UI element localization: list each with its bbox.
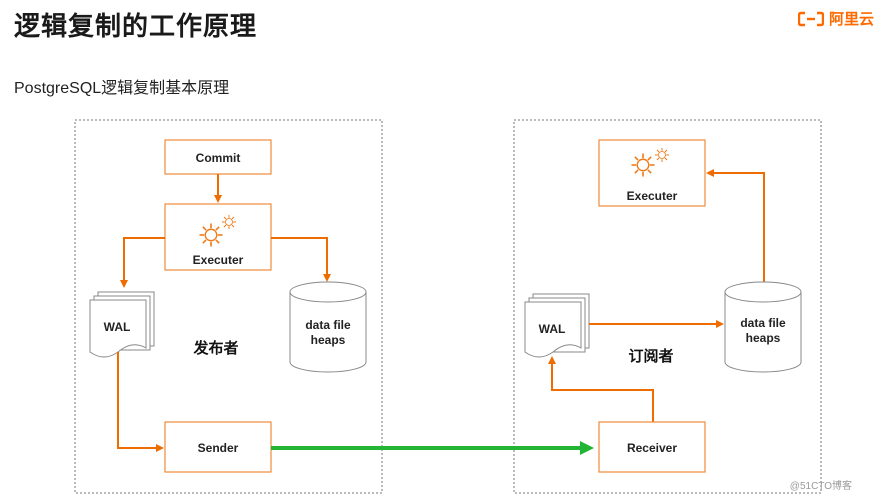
cloud-logo-icon <box>797 11 824 26</box>
subscriber-wal-label: WAL <box>539 322 566 336</box>
subscriber-executer-label: Executer <box>627 189 678 203</box>
executer-to-wal-arrow <box>120 237 165 288</box>
sender-label: Sender <box>198 441 239 455</box>
subscriber-region <box>513 119 822 494</box>
subscriber-wal-stack: WAL <box>524 293 590 358</box>
receiver-to-wal-arrow <box>548 356 654 422</box>
subscriber-label: 订阅者 <box>628 347 673 365</box>
brand-logo: 阿里云 <box>797 8 874 29</box>
publisher-wal-label: WAL <box>104 320 131 334</box>
publisher-heaps-cylinder: data file heaps <box>289 281 367 373</box>
brand-name: 阿里云 <box>828 11 874 28</box>
subscriber-executer-box: Executer <box>598 139 706 207</box>
subscriber-heaps-cylinder: data file heaps <box>724 281 802 373</box>
page-title: 逻辑复制的工作原理 <box>14 11 258 41</box>
receiver-box: Receiver <box>598 421 706 473</box>
page-subtitle: PostgreSQL逻辑复制基本原理 <box>14 80 230 97</box>
watermark: @51CTO博客 <box>789 481 852 492</box>
executer-to-heaps-arrow <box>271 237 331 282</box>
publisher-wal-stack: WAL <box>89 291 155 358</box>
publisher-region <box>74 119 383 494</box>
publisher-label: 发布者 <box>192 339 238 357</box>
heaps-to-executer-arrow <box>706 169 765 282</box>
subscriber-heaps-label-2: heaps <box>746 331 781 345</box>
publisher-executer-label: Executer <box>193 253 244 267</box>
publisher-executer-box: Executer <box>164 203 272 271</box>
receiver-label: Receiver <box>627 441 677 455</box>
wal-to-sender-arrow <box>117 352 164 452</box>
subscriber-heaps-label-1: data file <box>740 316 786 330</box>
publisher-heaps-label-1: data file <box>305 318 351 332</box>
commit-box: Commit <box>164 139 272 175</box>
commit-label: Commit <box>196 151 241 165</box>
sender-box: Sender <box>164 421 272 473</box>
publisher-heaps-label-2: heaps <box>311 333 346 347</box>
